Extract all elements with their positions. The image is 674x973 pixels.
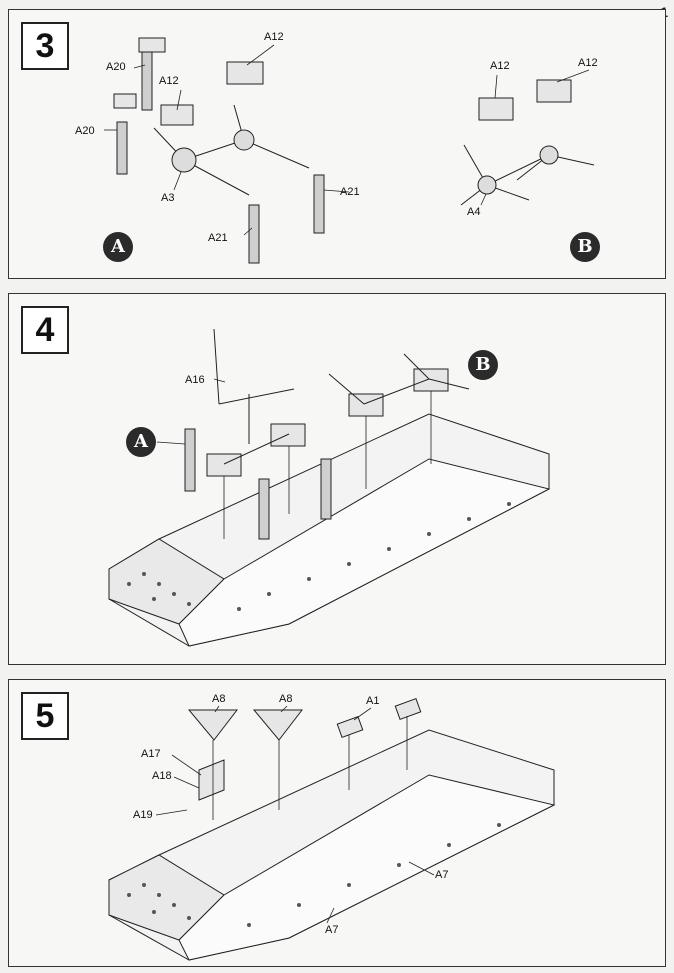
step-5-assembly-drawing [108,698,556,961]
part-label-a7: A7 [435,869,449,881]
step-5-panel: 5 [8,679,666,967]
part-label-a18: A18 [152,770,172,782]
part-label-a17: A17 [141,748,161,760]
part-label-a8: A8 [212,693,226,705]
part-label-a12: A12 [264,31,284,43]
step-number: 3 [21,22,69,70]
step-number: 5 [21,692,69,740]
part-label-a7: A7 [325,924,339,936]
part-label-a12: A12 [159,75,179,87]
step-3-panel: 3 [8,9,666,279]
part-label-a3: A3 [161,192,175,204]
part-label-a12: A12 [578,57,598,69]
step-number: 4 [21,306,69,354]
part-label-a19: A19 [133,809,153,821]
step-4-panel: 4 [8,293,666,665]
part-label-a1: A1 [366,695,380,707]
part-label-a21: A21 [340,186,360,198]
sub-assembly-badge-b: B [570,232,600,262]
part-label-a4: A4 [467,206,481,218]
part-label-a20: A20 [106,61,126,73]
step-3-assembly-drawing [104,37,595,264]
sub-assembly-badge-b: B [468,350,498,380]
part-label-a8: A8 [279,693,293,705]
sub-assembly-badge-a: A [103,232,133,262]
step-4-assembly-drawing [108,328,551,647]
part-label-a21: A21 [208,232,228,244]
sub-assembly-badge-a: A [126,427,156,457]
part-label-a12: A12 [490,60,510,72]
part-label-a20: A20 [75,125,95,137]
part-label-a16: A16 [185,374,205,386]
